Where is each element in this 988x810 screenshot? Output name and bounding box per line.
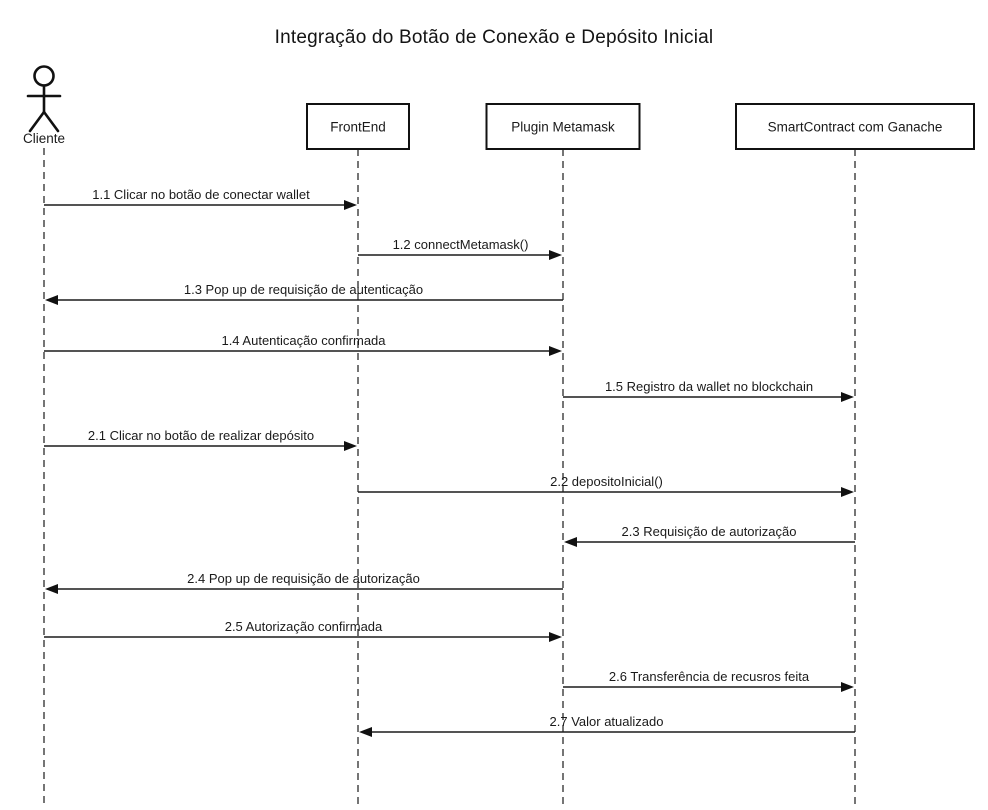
- actor-figure-icon: [26, 65, 62, 133]
- message-label-2.4: 2.4 Pop up de requisição de autorização: [187, 571, 420, 586]
- message-label-2.3: 2.3 Requisição de autorização: [622, 524, 797, 539]
- message-arrowhead-2.6: [841, 682, 854, 692]
- message-arrowhead-1.2: [549, 250, 562, 260]
- message-arrowhead-2.2: [841, 487, 854, 497]
- message-arrowhead-2.7: [359, 727, 372, 737]
- message-arrowhead-1.4: [549, 346, 562, 356]
- message-label-1.4: 1.4 Autenticação confirmada: [221, 333, 386, 348]
- message-arrowhead-1.5: [841, 392, 854, 402]
- message-label-1.5: 1.5 Registro da wallet no blockchain: [605, 379, 813, 394]
- participant-box-frontend: [306, 103, 410, 150]
- participant-box-ganache: [735, 103, 975, 150]
- participant-label-cliente: Cliente: [23, 131, 65, 146]
- message-arrowhead-2.4: [45, 584, 58, 594]
- participant-label-ganache: SmartContract com Ganache: [768, 120, 943, 135]
- message-label-2.1: 2.1 Clicar no botão de realizar depósito: [88, 428, 314, 443]
- message-arrowhead-1.1: [344, 200, 357, 210]
- message-label-1.3: 1.3 Pop up de requisição de autenticação: [184, 282, 423, 297]
- message-arrowhead-2.1: [344, 441, 357, 451]
- message-label-2.7: 2.7 Valor atualizado: [550, 714, 664, 729]
- participant-label-frontend: FrontEnd: [330, 120, 386, 135]
- message-arrowhead-2.3: [564, 537, 577, 547]
- participant-box-metamask: [485, 103, 641, 150]
- message-label-2.2: 2.2 depositoInicial(): [550, 474, 663, 489]
- message-arrowhead-1.3: [45, 295, 58, 305]
- participant-label-metamask: Plugin Metamask: [511, 120, 615, 135]
- message-arrowhead-2.5: [549, 632, 562, 642]
- message-label-1.1: 1.1 Clicar no botão de conectar wallet: [92, 187, 310, 202]
- message-label-2.6: 2.6 Transferência de recusros feita: [609, 669, 810, 684]
- diagram-title: Integração do Botão de Conexão e Depósit…: [274, 27, 714, 48]
- message-label-1.2: 1.2 connectMetamask(): [393, 237, 529, 252]
- message-label-2.5: 2.5 Autorização confirmada: [225, 619, 383, 634]
